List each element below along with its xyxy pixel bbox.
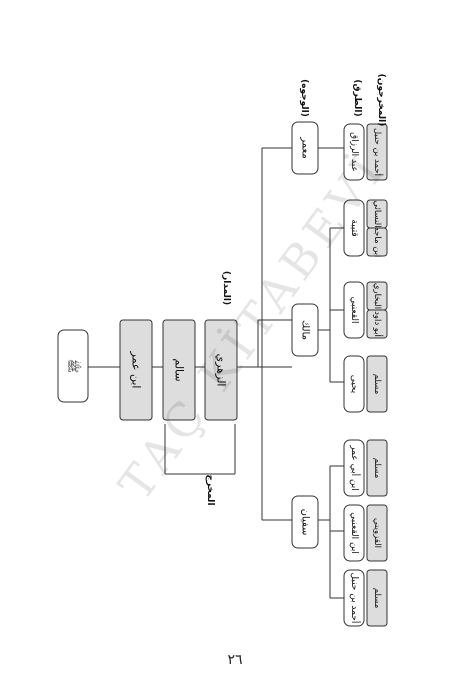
node-label: ﷺ xyxy=(66,359,82,374)
node-box xyxy=(119,319,153,421)
node-box xyxy=(366,439,388,497)
node-label: ابن أبي عمر xyxy=(349,444,361,491)
node-salim: سالم xyxy=(162,319,196,421)
node-label: الزهري xyxy=(215,354,228,387)
node-ahmad-b-hanbal-s: أحمد بن حنبل xyxy=(343,569,365,627)
node-label: مسلم xyxy=(372,458,382,479)
page-number: ٢٦ xyxy=(227,652,243,668)
node-muslim-1: مسلم xyxy=(366,439,388,497)
node-box xyxy=(291,121,319,175)
node-ibn-al-qanabi: ابن القعنبي xyxy=(343,504,365,562)
node-label: سالم xyxy=(173,358,186,381)
node-bukhari: البخاري xyxy=(366,281,388,311)
node-label: مسلم xyxy=(372,588,382,609)
node-label: ابن ماجه xyxy=(372,227,382,258)
node-box xyxy=(366,309,388,339)
connector-lines xyxy=(86,147,344,599)
node-label: القعنبي xyxy=(349,296,359,323)
node-label: أحمد بن حنبل xyxy=(372,128,384,176)
node-abd-al-razzaq: عبد الرزاق xyxy=(343,123,365,181)
node-malik: مالك xyxy=(291,303,319,357)
node-box xyxy=(366,227,388,257)
node-box xyxy=(343,281,365,339)
label-turuq: (الطرق) xyxy=(352,79,362,116)
label-mukharrijun: (المخرجون) xyxy=(376,74,386,127)
label-layer: (المدار) (الوجوه) (الطرق) (المخرجون) المخرج xyxy=(205,74,386,506)
node-box xyxy=(343,569,365,627)
node-label: أبو داود xyxy=(372,311,384,337)
node-box xyxy=(343,123,365,181)
node-zuhri: الزهري xyxy=(204,319,238,421)
node-box xyxy=(57,329,89,403)
node-sufyan: سفيان xyxy=(291,495,319,549)
node-box xyxy=(366,569,388,627)
node-box xyxy=(366,355,388,413)
node-mamar: معمر xyxy=(291,121,319,175)
node-box xyxy=(343,199,365,257)
node-qutayba: قتيبة xyxy=(343,199,365,257)
node-label: أحمد بن حنبل xyxy=(349,573,361,624)
node-label: مسلم xyxy=(372,374,382,395)
node-muslim-malik: مسلم xyxy=(366,355,388,413)
node-box xyxy=(204,319,238,421)
node-qanabi: القعنبي xyxy=(343,281,365,339)
node-label: مالك xyxy=(300,320,311,340)
node-box xyxy=(343,504,365,562)
label-makhraj: المخرج xyxy=(205,474,215,505)
node-label: يحيى xyxy=(349,375,359,394)
node-muslim-2: مسلم xyxy=(366,569,388,627)
node-label: عبد الرزاق xyxy=(349,132,359,172)
node-label: معمر xyxy=(300,136,311,158)
node-ibn-abi-umar: ابن أبي عمر xyxy=(343,439,365,497)
node-box xyxy=(162,319,196,421)
node-ibn-umar: ابن عمر xyxy=(119,319,153,421)
node-label: النسائي xyxy=(372,200,382,227)
node-box xyxy=(291,303,319,357)
node-label: قتيبة xyxy=(349,219,359,236)
node-yahya: يحيى xyxy=(343,355,365,413)
node-prophet: ﷺ xyxy=(57,329,89,403)
node-layer: ﷺ ابن عمر سالم الزهري معمر مالك سفيان عبد الرزا… xyxy=(57,121,388,627)
node-nasai: النسائي xyxy=(366,199,388,229)
node-qazwini: القزويني xyxy=(366,504,388,562)
node-box xyxy=(343,355,365,413)
node-label: سفيان xyxy=(300,509,311,536)
node-label: ابن القعنبي xyxy=(349,512,359,554)
node-abu-dawud: أبو داود xyxy=(366,309,388,339)
label-madar: (المدار) xyxy=(221,271,231,305)
node-label: القزويني xyxy=(372,518,382,548)
node-label: البخاري xyxy=(372,283,382,309)
node-label: ابن عمر xyxy=(130,351,143,389)
node-box xyxy=(291,495,319,549)
node-ahmad-b-hanbal: أحمد بن حنبل xyxy=(366,123,388,181)
label-wujuh: (الوجوه) xyxy=(299,79,309,117)
node-box xyxy=(366,504,388,562)
node-ibn-majah: ابن ماجه xyxy=(366,227,388,258)
node-box xyxy=(343,439,365,497)
node-box xyxy=(366,123,388,181)
